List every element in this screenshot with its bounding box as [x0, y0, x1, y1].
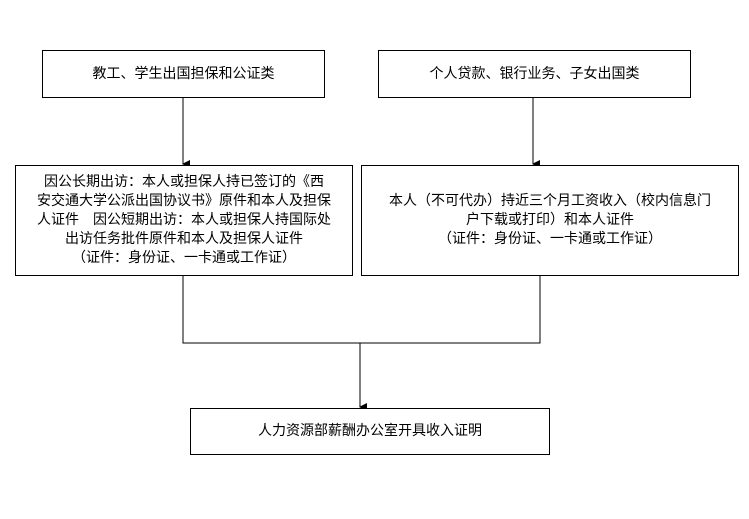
box-label: 教工、学生出国担保和公证类	[92, 65, 275, 82]
text-line: 本人（不可代办）持近三个月工资收入（校内信息门	[389, 193, 711, 209]
staff-students-box: 教工、学生出国担保和公证类	[42, 50, 325, 98]
merge-line	[182, 276, 541, 344]
personal-requirements-box: 本人（不可代办）持近三个月工资收入（校内信息门 户下载或打印）和本人证件 （证件…	[361, 165, 739, 276]
box-label: 个人贷款、银行业务、子女出国类	[429, 65, 640, 82]
text-line: 人证件 因公短期出访：本人或担保人持国际处	[37, 212, 331, 228]
text-line: 户下载或打印）和本人证件	[466, 212, 634, 228]
text-line: （证件：身份证、一卡通或工作证）	[72, 250, 296, 266]
text-line: （证件：身份证、一卡通或工作证）	[438, 231, 662, 247]
personal-loans-box: 个人贷款、银行业务、子女出国类	[378, 50, 691, 98]
text-line: 因公长期出访：本人或担保人持已签订的《西	[44, 174, 324, 190]
text-line: 安交通大学公派出国协议书》原件和本人及担保	[37, 193, 331, 209]
text-line: 出访任务批件原件和本人及担保人证件	[65, 231, 303, 247]
staff-requirements-box: 因公长期出访：本人或担保人持已签订的《西 安交通大学公派出国协议书》原件和本人及…	[15, 165, 353, 276]
result-box: 人力资源部薪酬办公室开具收入证明	[190, 408, 550, 455]
box-label: 人力资源部薪酬办公室开具收入证明	[258, 423, 482, 439]
